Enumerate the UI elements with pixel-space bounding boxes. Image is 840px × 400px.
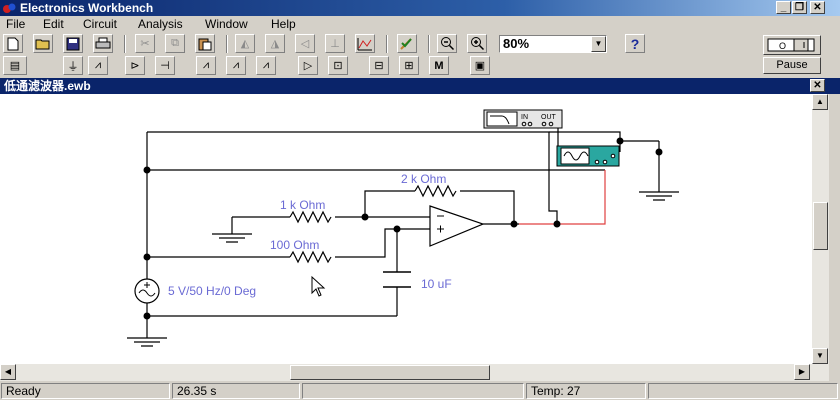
capacitor-label: 10 uF <box>421 277 452 291</box>
restore-button[interactable]: ❐ <box>792 1 807 14</box>
help-button[interactable]: ? <box>625 34 645 53</box>
document-close-button[interactable]: ✕ <box>810 79 825 92</box>
scroll-down-icon[interactable]: ▼ <box>812 348 828 364</box>
scope-wave-icon <box>563 151 589 161</box>
analog-ics-bin-icon[interactable]: ⩘ <box>196 56 216 75</box>
logic-gates-bin-icon[interactable]: ▷ <box>298 56 318 75</box>
cut-icon[interactable]: ✂ <box>135 34 155 53</box>
bode-in-label: IN <box>521 114 528 121</box>
graph-icon[interactable] <box>355 34 375 53</box>
resistor-1k-icon[interactable] <box>289 210 332 224</box>
circuit-wires <box>146 128 660 338</box>
bode-curve-icon <box>490 115 510 125</box>
app-titlebar: Electronics Workbench _ ❐ ✕ <box>0 0 840 16</box>
digital-ics-bin-icon[interactable]: ⩘ <box>256 56 276 75</box>
open-folder-icon[interactable] <box>33 34 53 53</box>
status-state: Ready <box>1 383 170 399</box>
zoom-in-icon[interactable] <box>467 34 487 53</box>
resistor-100-icon[interactable] <box>289 250 332 264</box>
parts-toolbar: ▤ ⏚ ⩘ ⊳ ⊣ ⩘ ⩘ ⩘ ▷ ⊡ ⊟ ⊞ M ▣ <box>0 55 840 77</box>
power-switch[interactable]: O <box>763 35 821 55</box>
horizontal-scroll-thumb[interactable] <box>290 365 490 380</box>
pause-button[interactable]: Pause <box>763 57 821 74</box>
new-file-icon[interactable] <box>3 34 23 53</box>
diodes-bin-icon[interactable]: ⊳ <box>125 56 145 75</box>
copy-icon[interactable]: ⧉ <box>165 34 185 53</box>
miscellaneous-bin-icon[interactable]: M <box>429 56 449 75</box>
svg-text:O: O <box>779 41 786 51</box>
ground-icon <box>639 191 679 201</box>
ground-icon <box>127 337 167 347</box>
horizontal-scrollbar[interactable]: ◀ ▶ <box>0 364 829 381</box>
save-disk-icon[interactable] <box>63 34 83 53</box>
zoom-select[interactable]: 80% ▼ <box>499 35 607 53</box>
menu-window[interactable]: Window <box>205 17 248 31</box>
document-title: 低通滤波器.ewb <box>4 79 91 93</box>
main-toolbar: ✂ ⧉ ◭ ◮ ◁ ⊥ 80% ▼ ? <box>0 33 840 55</box>
resistor-2k-label: 2 k Ohm <box>401 172 446 186</box>
menu-circuit[interactable]: Circuit <box>83 17 118 31</box>
parts-bin-toggle-icon[interactable]: ▤ <box>3 56 27 75</box>
flip-horizontal-icon[interactable]: ◮ <box>265 34 285 53</box>
app-icon <box>3 3 16 13</box>
chevron-down-icon[interactable]: ▼ <box>591 36 606 52</box>
sources-bin-icon[interactable]: ⏚ <box>63 56 83 75</box>
digital-bin-icon[interactable]: ⊡ <box>328 56 348 75</box>
power-switch-icon: O <box>767 38 815 52</box>
instruments-bin-icon[interactable]: ▣ <box>470 56 490 75</box>
ac-source-icon[interactable] <box>134 278 160 304</box>
menu-help[interactable]: Help <box>271 17 296 31</box>
basic-bin-icon[interactable]: ⩘ <box>88 56 108 75</box>
oscilloscope[interactable] <box>556 145 620 167</box>
mixed-ics-bin-icon[interactable]: ⩘ <box>226 56 246 75</box>
menu-edit[interactable]: Edit <box>43 17 64 31</box>
rotate-icon[interactable]: ◭ <box>235 34 255 53</box>
bode-out-label: OUT <box>541 114 557 121</box>
indicators-bin-icon[interactable]: ⊟ <box>369 56 389 75</box>
scroll-left-icon[interactable]: ◀ <box>0 364 16 380</box>
ground-icon <box>212 233 252 243</box>
controls-bin-icon[interactable]: ⊞ <box>399 56 419 75</box>
status-bar: Ready 26.35 s Temp: 27 <box>0 382 840 400</box>
resistor-100-label: 100 Ohm <box>270 238 319 252</box>
ac-source-label: 5 V/50 Hz/0 Deg <box>168 284 256 298</box>
junction-dots <box>143 137 663 320</box>
opamp-icon[interactable] <box>429 205 485 247</box>
app-title: Electronics Workbench <box>20 1 154 15</box>
scroll-right-icon[interactable]: ▶ <box>794 364 810 380</box>
scroll-up-icon[interactable]: ▲ <box>812 94 828 110</box>
menu-analysis[interactable]: Analysis <box>138 17 183 31</box>
vertical-scrollbar[interactable]: ▲ ▼ <box>812 94 829 364</box>
document-titlebar: 低通滤波器.ewb ✕ <box>0 78 840 94</box>
mouse-cursor-icon <box>311 275 326 297</box>
close-button[interactable]: ✕ <box>810 1 825 14</box>
bode-plotter[interactable]: IN OUT <box>483 109 563 129</box>
menu-file[interactable]: File <box>6 17 26 31</box>
status-pane-empty <box>302 383 524 399</box>
print-icon[interactable] <box>93 34 113 53</box>
status-temperature: Temp: 27 <box>526 383 646 399</box>
probe-wire <box>519 170 606 225</box>
component-properties-icon[interactable]: ⊥ <box>325 34 345 53</box>
circuit-canvas[interactable]: IN OUT 1 k Ohm 2 k Ohm 100 Ohm 10 uF 5 V… <box>0 94 812 364</box>
vertical-scroll-thumb[interactable] <box>813 202 828 250</box>
transistors-bin-icon[interactable]: ⊣ <box>155 56 175 75</box>
status-pane-extra <box>648 383 838 399</box>
menu-bar: File Edit Circuit Analysis Window Help <box>0 16 840 33</box>
zoom-value: 80% <box>503 36 530 51</box>
status-sim-time: 26.35 s <box>172 383 300 399</box>
create-subcircuit-icon[interactable] <box>397 34 417 53</box>
zoom-out-icon[interactable] <box>437 34 457 53</box>
capacitor-icon[interactable] <box>383 271 411 288</box>
paste-icon[interactable] <box>195 34 215 53</box>
minimize-button[interactable]: _ <box>776 1 791 14</box>
resistor-1k-label: 1 k Ohm <box>280 198 325 212</box>
resistor-2k-icon[interactable] <box>414 184 457 198</box>
flip-vertical-icon[interactable]: ◁ <box>295 34 315 53</box>
